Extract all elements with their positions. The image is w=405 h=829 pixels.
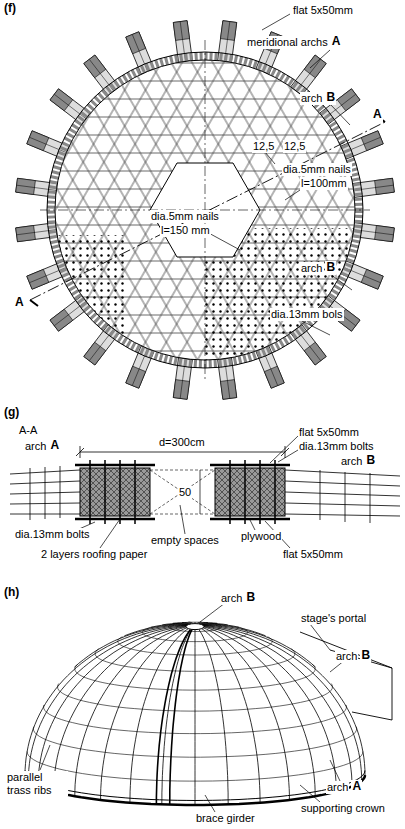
meridional-arch <box>199 626 289 800</box>
meridional-arch <box>195 627 196 805</box>
dome-frame <box>25 622 365 805</box>
label: empty spaces <box>150 534 220 547</box>
radial-rib <box>50 89 90 124</box>
label: stage's portal <box>300 612 367 625</box>
label: dia.5mm nails <box>282 163 352 176</box>
label: dia.13mm bols <box>270 308 344 321</box>
section-view <box>10 436 400 548</box>
leader-lines <box>205 14 352 335</box>
part-letter: (g) <box>3 406 20 420</box>
leader-lines <box>70 436 298 548</box>
brace-girder <box>156 630 190 805</box>
label: arch <box>326 781 349 794</box>
label: A-A <box>18 424 38 437</box>
meridional-arch <box>74 625 187 667</box>
parallel-rib <box>168 622 221 631</box>
part-letter: A <box>372 108 383 122</box>
dimension-line <box>200 470 201 514</box>
label: brace girder <box>195 812 256 825</box>
label: arch <box>335 650 358 663</box>
part-letter: B <box>245 591 256 605</box>
section-line <box>30 122 385 300</box>
radial-rib <box>50 296 90 331</box>
meridional-arch <box>75 626 190 796</box>
stage-portal <box>300 632 392 720</box>
section-mark <box>30 116 385 306</box>
label: 50 <box>178 486 192 499</box>
parallel-rib <box>27 752 363 782</box>
plan-view <box>16 14 395 399</box>
label: d=300cm <box>158 436 206 449</box>
label: arch <box>300 262 323 275</box>
part-letter: (f) <box>3 2 17 16</box>
label: 2 layers roofing paper <box>40 548 148 561</box>
label: 12,5 <box>252 140 275 153</box>
rib-axis <box>54 94 86 118</box>
part-letter: B <box>325 261 336 275</box>
label: parallel trass ribs <box>6 771 68 796</box>
label: arch <box>24 440 47 453</box>
rib-axis <box>89 59 113 91</box>
bolts <box>90 460 275 524</box>
label: dia.13mm bolts <box>298 440 375 453</box>
label: meridional archs <box>246 36 329 49</box>
meridional-arch <box>203 625 316 667</box>
meridional-arch <box>130 627 192 803</box>
supporting-crown <box>25 771 365 801</box>
leader-lines <box>40 603 345 812</box>
part-letter: A <box>14 296 25 310</box>
dimension-line <box>80 452 285 453</box>
part-letter: B <box>360 649 371 663</box>
crown-ring <box>186 624 204 630</box>
label: flat 5x50mm <box>292 4 354 17</box>
parallel-rib <box>58 684 333 712</box>
dome-view <box>25 603 392 812</box>
part-letter: A <box>331 35 342 49</box>
parallel-rib <box>118 637 272 655</box>
label: 12,5 <box>283 140 306 153</box>
parallel-rib <box>33 727 356 758</box>
label: arch <box>220 592 243 605</box>
empty-space <box>150 470 215 514</box>
meridional-arch <box>54 626 189 792</box>
arch-laminations <box>10 466 400 523</box>
label: arch <box>340 455 363 468</box>
meridional-arch <box>201 626 316 796</box>
part-letter: B <box>365 454 376 468</box>
steel-flat <box>75 465 290 519</box>
part-letter: A <box>49 439 60 453</box>
label: supporting crown <box>300 802 386 815</box>
radial-rib <box>291 55 326 95</box>
part-letter: A <box>351 780 362 794</box>
label: dia.5mm nails <box>150 210 220 223</box>
label: flat 5x50mm <box>282 548 344 561</box>
parallel-rib <box>44 705 347 734</box>
radial-rib <box>126 32 154 74</box>
label: l=100mm <box>300 177 348 190</box>
label: plywood <box>240 530 282 543</box>
part-letter: B <box>325 91 336 105</box>
label: dia.13mm bolts <box>14 528 91 541</box>
brace-girder <box>170 630 192 805</box>
parallel-rib <box>95 649 295 672</box>
label: arch <box>300 92 323 105</box>
nail-field <box>58 235 128 345</box>
radial-ribs <box>16 21 395 400</box>
meridional-arch <box>28 625 187 781</box>
label: flat 5x50mm <box>298 426 360 439</box>
label: l=150 mm <box>160 224 211 237</box>
part-letter: (h) <box>3 586 20 600</box>
meridional-arch <box>198 627 260 803</box>
meridional-arch <box>197 627 229 805</box>
parallel-rib <box>75 665 315 691</box>
